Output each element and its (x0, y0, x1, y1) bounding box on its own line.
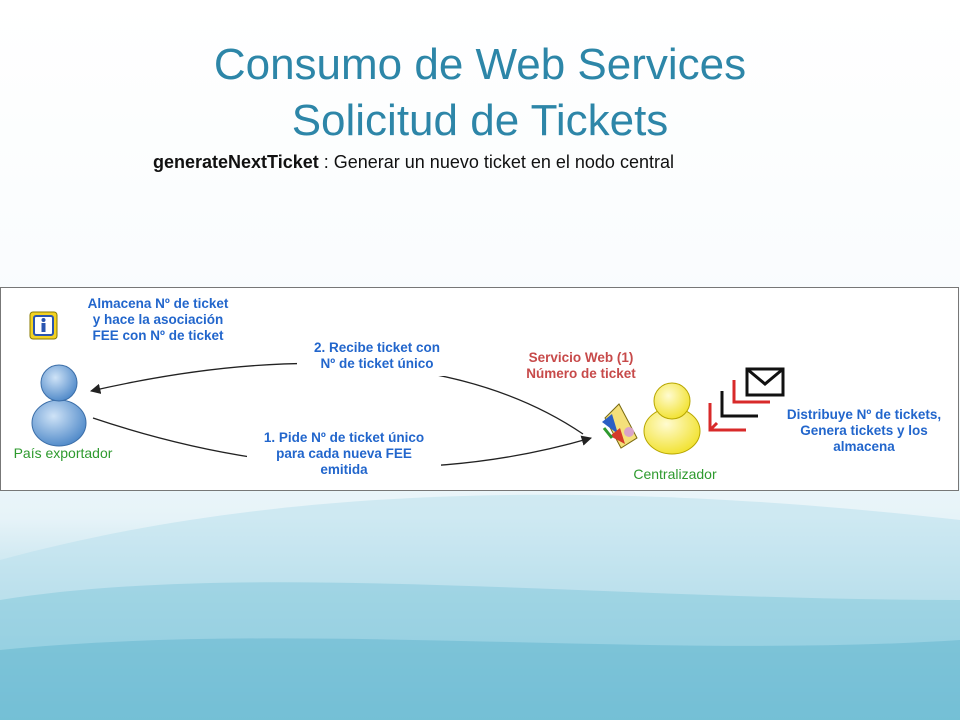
exporter-label: País exportador (13, 445, 113, 461)
central-label: Centralizador (633, 466, 717, 482)
mail-stack-icon (708, 367, 785, 432)
method-name: generateNextTicket (153, 152, 319, 172)
user-yellow-icon (643, 382, 701, 455)
step1-label: 1. Pide Nº de ticket único para cada nue… (263, 430, 425, 477)
slide-title-second-line: Solicitud de Tickets (291, 96, 669, 145)
method-description: : Generar un nuevo ticket en el nodo cen… (318, 152, 674, 172)
info-label: Almacena Nº de ticket y hace la asociaci… (87, 296, 229, 343)
distribute-label: Distribuye Nº de tickets, Genera tickets… (786, 407, 942, 454)
slide-subtitle: generateNextTicket : Generar un nuevo ti… (153, 152, 674, 173)
slide-title: Consumo de Web Services (213, 40, 747, 89)
info-icon (29, 311, 58, 340)
service-label: Servicio Web (1) Número de ticket (526, 350, 636, 381)
ticket-flow-diagram: Almacena Nº de ticket y hace la asociaci… (0, 287, 959, 491)
step2-label: 2. Recibe ticket con Nº de ticket único (313, 340, 441, 371)
certificate-icon (602, 403, 638, 449)
user-blue-icon (31, 364, 87, 447)
